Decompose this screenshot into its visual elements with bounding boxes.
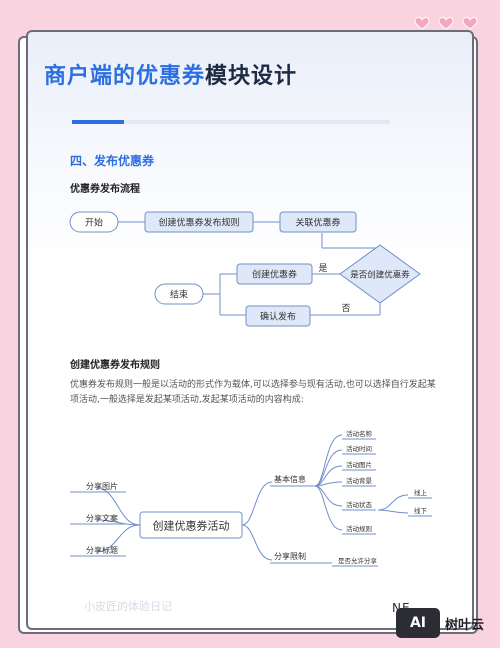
mindmap-basic-info: 基本信息	[274, 474, 306, 484]
mindmap-basic-item: 活动背景	[346, 476, 373, 485]
rules-paragraph: 优惠券发布规则一般是以活动的形式作为载体,可以选择参与现有活动,也可以选择自行发…	[70, 380, 436, 405]
title-underline-accent	[72, 120, 124, 124]
title-underline	[72, 120, 390, 124]
mindmap-left-item: 分享标题	[86, 545, 118, 555]
title-rest: 模块设计	[205, 64, 298, 89]
logo-mark: AI	[396, 608, 440, 638]
mindmap-status-item: 线下	[414, 506, 428, 515]
flow-create-coupon-label: 创建优惠券	[252, 269, 297, 281]
hearts-decoration	[414, 16, 478, 30]
logo-name: 树叶云	[445, 617, 485, 633]
mindmap-basic-item: 活动规则	[346, 524, 372, 533]
flow-create-rule-label: 创建优惠券发布规则	[158, 217, 239, 229]
mindmap-left-item: 分享文案	[86, 513, 118, 523]
heart-icon	[462, 17, 478, 30]
mindmap-left-item: 分享图片	[86, 481, 118, 491]
flow-confirm-node	[245, 305, 311, 327]
flow-confirm-label: 确认发布	[260, 311, 296, 323]
flow-yes-label: 是	[318, 263, 327, 274]
mindmap-basic-item: 活动时间	[346, 444, 372, 453]
mindmap-share-limit: 分享限制	[274, 551, 306, 561]
section-heading: 四、发布优惠券	[70, 154, 155, 168]
flow-link-coupon-label: 关联优惠券	[295, 217, 340, 229]
flow-decision-label: 是否创建优惠券	[350, 270, 410, 281]
mindmap-center-label: 创建优惠券活动	[153, 519, 230, 533]
flow-start-label: 开始	[85, 217, 103, 229]
heart-icon	[414, 17, 430, 30]
mindmap-basic-item: 活动图片	[346, 460, 372, 469]
heart-icon	[438, 17, 454, 30]
watermark-text: 小皮匠的体验日记	[84, 600, 172, 613]
flow-end-node	[154, 283, 204, 305]
title-highlight: 商户端的优惠券	[44, 64, 206, 89]
rules-sub-heading: 创建优惠券发布规则	[70, 360, 160, 371]
flow-sub-heading: 优惠券发布流程	[70, 184, 140, 195]
mindmap-status-item: 线上	[414, 488, 428, 497]
mindmap-basic-item: 活动名称	[346, 429, 373, 438]
mindmap-center-node	[139, 511, 243, 539]
flow-decision-node	[339, 244, 421, 304]
flow-no-label: 否	[341, 303, 350, 314]
flow-end-label: 结束	[170, 289, 188, 301]
flow-start-node	[69, 211, 119, 233]
flow-link-coupon-node	[279, 211, 357, 233]
mindmap-basic-item: 活动状态	[346, 500, 373, 509]
brand-logo: AI 树叶云	[396, 606, 496, 640]
flow-create-rule-node	[144, 211, 254, 233]
page-title: 商户端的优惠券模块设计	[44, 58, 297, 90]
mindmap-share-limit-item: 是否允许分享	[338, 556, 378, 565]
flow-create-coupon-node	[236, 263, 313, 285]
